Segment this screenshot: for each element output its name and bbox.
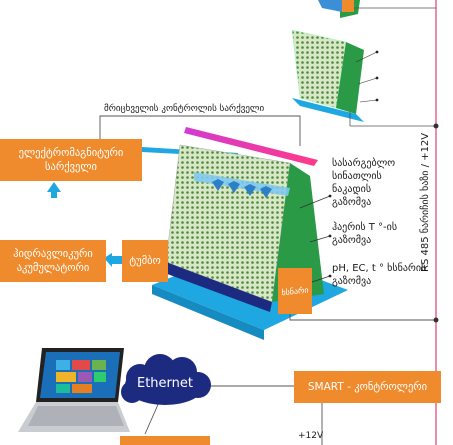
ethernet-label: Ethernet [137, 376, 193, 391]
laptop [18, 348, 130, 432]
air-temp-label: ჰაერის T °-ის გაზომვა [332, 222, 398, 246]
pump-box: ტუმბო [122, 240, 168, 282]
controller-box-label: მრიცხველის კონტროლის სარქველი [104, 104, 265, 114]
bus-label: RS 485 ნარიჩის ხაზი / +12V [420, 132, 431, 272]
middle-module [291, 29, 439, 129]
power-label: +12V [298, 431, 324, 441]
ethernet-cloud [121, 354, 211, 405]
bottom-box [120, 436, 210, 445]
accumulator-box: ჰიდრავლიკური აკუმულატორი [0, 240, 106, 282]
main-module [152, 144, 348, 340]
sensor-unit-label: ხსნარი [279, 270, 311, 314]
valve-box: ელექტრომაგნიტური სარქველი [0, 139, 142, 181]
lighting-label: სასარგებლო სინათლის ნაკადის გაზომვა [332, 158, 396, 208]
top-module [318, 0, 436, 18]
solution-label: pH, EC, t ° ხსნარის გაზომვა [332, 263, 427, 287]
smart-controller-box: SMART - კონტროლერი [294, 371, 441, 403]
